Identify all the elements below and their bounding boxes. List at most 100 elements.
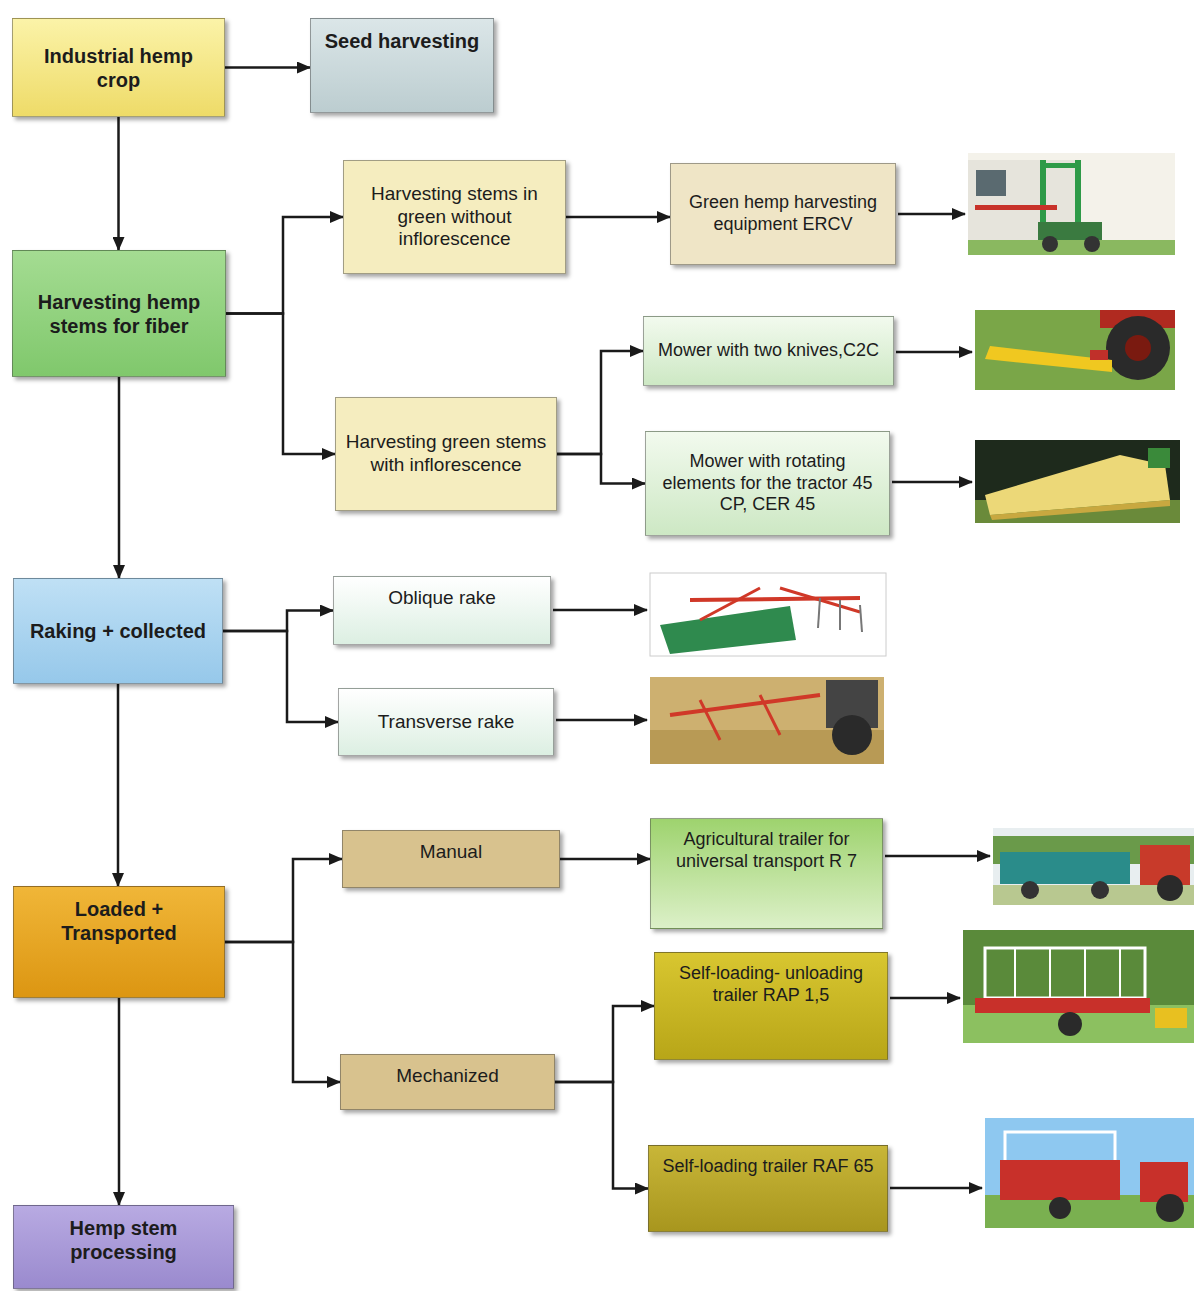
equipment-box: Green hemp harvesting equipment ERCV [670,163,896,265]
node-label: Transverse rake [378,711,515,734]
photo-arrow [556,719,647,722]
method-box: Oblique rake [333,576,551,645]
stage-box: Raking + collected [13,578,223,684]
illustration-part [985,346,1112,372]
node-label: Seed harvesting [325,29,480,53]
flow-arrow [225,859,342,942]
method-box: Transverse rake [338,688,554,756]
illustration-part [985,948,1145,998]
node-label: Self-loading trailer RAF 65 [662,1156,873,1178]
node-label: Harvesting hemp stems for fiber [21,290,217,338]
illustration-part [650,677,884,764]
method-box: Harvesting green stems with inflorescenc… [335,397,557,511]
equipment-box: Agricultural trailer for universal trans… [650,818,883,929]
stage-box: Harvesting hemp stems for fiber [12,250,226,377]
flow-arrow [117,117,120,250]
illustration-part [760,695,780,735]
illustration-part [968,153,1175,255]
mower-photo [975,310,1175,390]
illustration-part [1000,1160,1120,1200]
illustration-part [1042,236,1058,252]
illustration-part [832,715,872,755]
illustration-part [1157,875,1183,901]
illustration-part [1084,236,1100,252]
node-label: Industrial hemp crop [21,44,216,92]
node-label: Oblique rake [388,587,496,610]
flow-arrow [560,858,650,861]
node-label: Loaded + Transported [22,897,216,945]
illustration-part [700,588,760,620]
flow-arrow [223,611,333,632]
illustration-part [968,240,1175,255]
illustration-part [976,170,1006,196]
flow-arrow [557,351,643,454]
flow-arrow [225,942,340,1082]
illustration-part [990,500,1170,520]
illustration-part [1021,881,1039,899]
node-label: Harvesting green stems with inflorescenc… [344,431,548,477]
node-label: Hemp stem processing [22,1216,225,1264]
flow-arrow [118,377,121,578]
method-box: Mechanized [340,1054,555,1110]
stage-box: Seed harvesting [310,18,494,113]
self-loading-trailer-photo [985,1118,1194,1228]
flow-arrow [566,216,670,219]
illustration-part [650,573,886,656]
illustration-part [1155,1008,1187,1028]
photo-arrow [898,213,965,216]
illustration-part [860,605,862,632]
node-label: Self-loading- unloading trailer RAP 1,5 [663,963,879,1006]
node-label: Agricultural trailer for universal trans… [659,829,874,872]
photo-arrow [890,997,960,1000]
illustration-part [985,1118,1194,1228]
equipment-box: Self-loading- unloading trailer RAP 1,5 [654,952,888,1060]
harvester-photo [968,153,1175,255]
illustration-part [1040,163,1081,168]
flow-arrow [117,684,120,886]
equipment-box: Mower with rotating elements for the tra… [645,431,890,536]
equipment-box: Mower with two knives,C2C [643,316,894,386]
illustration-part [1119,948,1121,998]
illustration-part [1156,1194,1184,1222]
node-label: Mower with rotating elements for the tra… [654,451,881,516]
illustration-part [1049,1197,1071,1219]
illustration-part [975,310,1175,390]
node-label: Green hemp harvesting equipment ERCV [679,192,887,235]
illustration-part [818,598,820,628]
photo-arrow [553,609,647,612]
illustration-part [1148,448,1170,468]
illustration-part [975,205,1057,210]
illustration-part [690,598,860,600]
stage-box: Hemp stem processing [13,1205,234,1289]
node-label: Manual [420,841,482,864]
illustration-part [1084,948,1086,998]
flow-arrow [225,66,310,69]
crop-box: Industrial hemp crop [12,18,225,117]
method-box: Manual [342,830,560,888]
photo-arrow [896,351,972,354]
stage-box: Loaded + Transported [13,886,225,998]
equipment-box: Self-loading trailer RAF 65 [648,1145,888,1232]
illustration-part [1090,350,1108,360]
illustration-part [1125,335,1151,361]
transverse-rake-photo [650,677,884,764]
node-label: Mechanized [396,1065,498,1088]
flow-arrow [555,1082,648,1189]
flow-arrow [226,314,335,455]
oblique-rake-photo [650,573,886,656]
node-label: Harvesting stems in green without inflor… [352,183,557,251]
illustration-part [993,828,1194,905]
illustration-part [963,930,1194,1043]
photo-arrow [892,481,972,484]
photo-arrow [890,1187,982,1190]
photo-arrow [885,855,990,858]
illustration-part [1000,852,1130,884]
method-box: Harvesting stems in green without inflor… [343,160,566,274]
illustration-part [1049,948,1051,998]
flow-arrow [555,1006,654,1082]
illustration-part [700,700,720,740]
illustration-part [1058,1012,1082,1036]
illustration-part [670,695,820,715]
flow-arrow [118,998,121,1205]
trailer-photo [993,828,1194,905]
